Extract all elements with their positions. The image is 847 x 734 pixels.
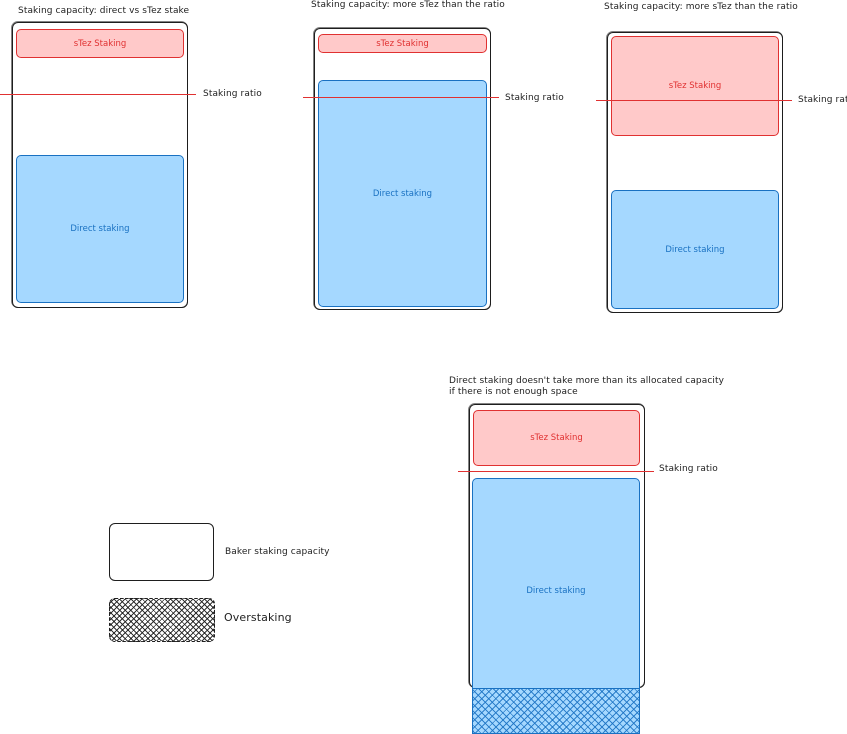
diagram-4-overstaking-region — [472, 688, 640, 734]
diagram-2-staking-ratio-label: Staking ratio — [505, 93, 564, 103]
diagram-3-stez-block: sTez Staking — [611, 36, 779, 136]
diagram-3-direct-block: Direct staking — [611, 190, 779, 309]
diagram-2-stez-label: sTez Staking — [376, 38, 429, 49]
diagram-1-direct-label: Direct staking — [70, 224, 130, 234]
diagram-2-staking-ratio-line — [303, 97, 499, 98]
diagram-3-staking-ratio-line — [596, 100, 792, 101]
diagram-4-stez-label: sTez Staking — [530, 433, 583, 443]
legend-overstaking-swatch — [109, 598, 215, 642]
diagram-4-direct-label: Direct staking — [526, 586, 586, 596]
diagram-1-staking-ratio-label: Staking ratio — [203, 89, 262, 99]
diagram-3-direct-label: Direct staking — [665, 244, 725, 255]
diagram-4-title-line-1: Direct staking doesn't take more than it… — [449, 376, 725, 386]
diagram-4-staking-ratio-line — [458, 471, 654, 472]
legend-capacity-swatch — [109, 523, 214, 581]
diagram-4-staking-ratio-label: Staking ratio — [659, 464, 718, 474]
diagram-3-staking-ratio-label: Staking ratio — [798, 95, 847, 105]
diagram-2-direct-label: Direct staking — [372, 188, 433, 199]
diagram-3-title: Staking capacity: more sTez than the rat… — [604, 2, 798, 12]
diagram-1-stez-block: sTez Staking — [16, 29, 184, 58]
diagram-1-stez-label: sTez Staking — [73, 38, 127, 49]
diagram-1-direct-block: Direct staking — [16, 155, 184, 303]
diagram-2-stez-block: sTez Staking — [318, 34, 487, 53]
diagram-2-title: Staking capacity: more sTez than the rat… — [311, 0, 505, 10]
diagram-4-stez-block: sTez Staking — [473, 410, 640, 466]
diagram-4-title-line-2: if there is not enough space — [449, 387, 578, 397]
legend-capacity-label: Baker staking capacity — [225, 547, 330, 557]
diagram-1-title: Staking capacity: direct vs sTez stake — [18, 6, 190, 16]
diagram-1-staking-ratio-line — [0, 94, 196, 95]
legend-overstaking-label: Overstaking — [224, 611, 292, 624]
diagram-3-stez-label: sTez Staking — [668, 81, 722, 91]
diagram-2-direct-block: Direct staking — [318, 80, 487, 307]
